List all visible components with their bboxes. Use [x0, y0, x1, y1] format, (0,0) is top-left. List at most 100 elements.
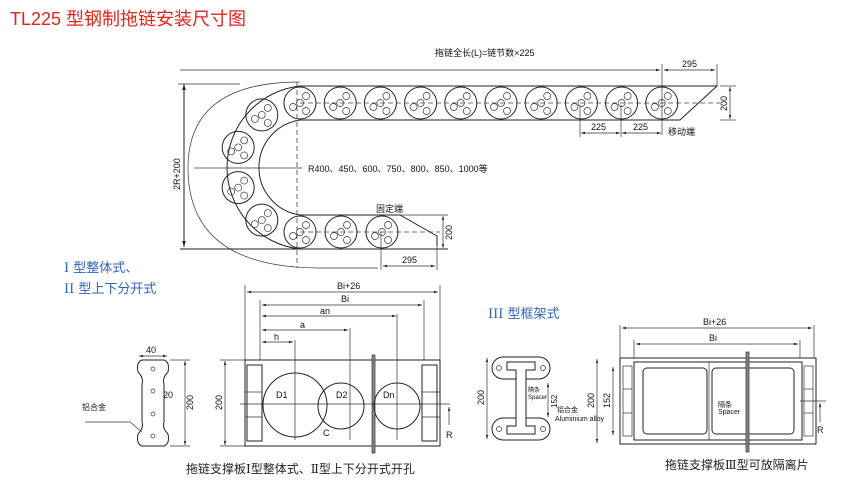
hole-d2	[317, 382, 365, 430]
gap-label: C	[323, 428, 330, 438]
inner-width-label: Bi	[341, 294, 349, 304]
link-hole	[240, 136, 249, 145]
link-hole	[329, 103, 338, 111]
link-hole	[422, 92, 431, 100]
link-hole	[263, 104, 272, 112]
link-hole	[422, 107, 431, 115]
r-label: R	[446, 430, 453, 440]
end-offset-label: 295	[682, 59, 697, 69]
link-hole	[503, 107, 511, 115]
link-hole	[234, 143, 243, 152]
link-hole	[409, 103, 418, 111]
link-hole	[240, 151, 249, 160]
link-hole	[240, 176, 249, 185]
link-hole	[382, 107, 391, 115]
type12-caption: 拖链支撑板Ⅰ型整体式、Ⅱ型上下分开式开孔	[186, 461, 415, 476]
type12-heading-1: I 型整体式、	[64, 261, 138, 276]
length-formula: 拖链全长(L)=链节数×225	[435, 47, 535, 58]
material-cn-label: 铝合金	[557, 405, 578, 414]
fixed-offset-label: 295	[402, 255, 417, 265]
link-hole	[449, 103, 458, 111]
link-hole	[623, 92, 632, 100]
chain-side-view: 2R+200 R400、450、600、750、800、850、1000等 拖链…	[172, 47, 736, 270]
type3-caption: 拖链支撑板Ⅲ型可放隔离片	[665, 457, 809, 472]
pitch-label-1: 225	[591, 122, 606, 132]
frame-spacer-cn-label: 隔条	[718, 400, 732, 409]
moving-end-bracket	[662, 85, 719, 121]
link-hole	[382, 92, 391, 100]
moving-end-label: 移动端	[668, 126, 695, 137]
chain-link	[221, 130, 255, 164]
an-label: an	[320, 306, 330, 316]
frame-height-label: 200	[586, 393, 596, 408]
link-hole	[227, 187, 236, 196]
type3-r-label: R	[817, 425, 824, 435]
link-hole	[663, 107, 672, 115]
link-hole	[543, 107, 552, 115]
bend-band	[226, 85, 301, 250]
fixed-height-label: 200	[444, 225, 454, 240]
type3-inner-width-label: Bi	[709, 333, 717, 343]
plate-height-label: 200	[214, 395, 224, 410]
link-hole	[257, 216, 266, 224]
link-hole	[302, 236, 310, 244]
link-hole	[263, 224, 272, 232]
type3-outer-width-label: Bi+26	[703, 317, 726, 327]
link-hole	[610, 103, 619, 111]
material-label: 铝合金	[82, 402, 106, 412]
link-hole	[384, 221, 392, 229]
d2-label: D2	[336, 390, 348, 400]
link-hole	[617, 99, 626, 107]
type12-plate: D1 D2 Dn C R Bi+26 Bi an a h 200	[214, 281, 453, 454]
spacer-height-label: 152	[550, 394, 559, 408]
type3-frame: Bi+26 Bi 200 152 隔条 Spacer R	[586, 317, 826, 453]
link-hole	[302, 92, 310, 100]
link-hole	[342, 107, 351, 115]
a-label: a	[300, 320, 305, 330]
spacer-en-label: Spacer	[528, 395, 547, 401]
end-height-label: 200	[719, 96, 729, 111]
link-hole	[583, 92, 592, 100]
link-hole	[343, 221, 351, 229]
radius-options: R400、450、600、750、800、850、1000等	[308, 163, 488, 174]
type12-heading-2: II 型上下分开式	[64, 282, 156, 297]
link-hole	[257, 111, 266, 119]
link-hole	[462, 107, 471, 115]
spacer-cn-label: 隔条	[528, 386, 540, 394]
dn-label: Dn	[383, 390, 395, 400]
link-hole	[302, 107, 310, 115]
bend-height-label: 2R+200	[172, 158, 182, 190]
link-hole	[343, 236, 351, 244]
link-hole	[503, 92, 511, 100]
link-hole	[289, 232, 297, 240]
link-hole	[371, 232, 379, 240]
link-hole	[650, 103, 659, 111]
d1-label: D1	[276, 390, 288, 400]
link-hole	[530, 103, 539, 111]
type12-profile: 40 20 200 铝合金	[82, 345, 195, 447]
frame-inner-label: 152	[602, 393, 612, 408]
page-title: TL225 型钢制拖链安装尺寸图	[10, 9, 246, 29]
profile-height-label: 200	[185, 395, 195, 410]
link-hole	[302, 221, 310, 229]
link-hole	[384, 236, 392, 244]
type3-heading: III 型框架式	[488, 307, 560, 322]
pitch-label-2: 225	[633, 122, 648, 132]
link-hole	[240, 191, 249, 200]
link-hole	[583, 107, 592, 115]
link-hole	[330, 232, 338, 240]
link-hole	[250, 220, 259, 228]
chain-link	[245, 98, 279, 132]
link-hole	[342, 92, 351, 100]
link-hole	[543, 92, 552, 100]
h-label: h	[274, 332, 279, 342]
bend-envelope	[187, 81, 378, 269]
type3-profile: 200 152 隔条 Spacer 铝合金 Aluminium alloy	[476, 356, 605, 441]
profile-web-label: 20	[163, 390, 173, 400]
frame-spacer-en-label: Spacer	[718, 409, 741, 416]
link-hole	[234, 183, 243, 192]
link-hole	[250, 115, 259, 123]
type3-profile-height-label: 200	[476, 390, 486, 405]
